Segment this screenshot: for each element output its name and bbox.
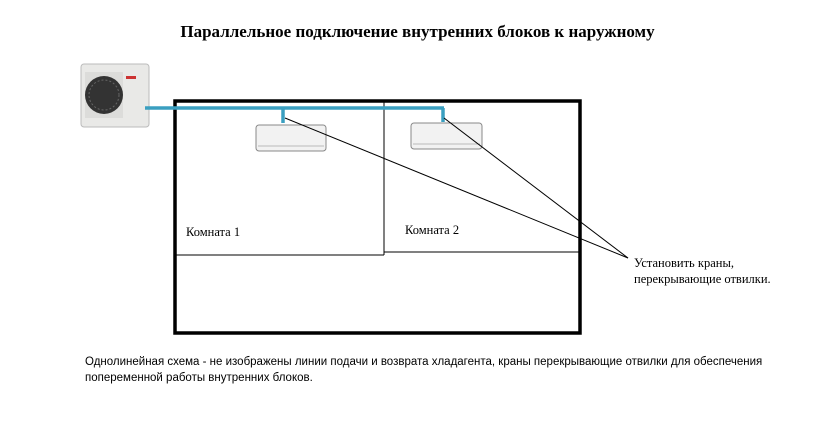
valve-annotation: Установить краны, перекрывающие отвилки.	[634, 256, 771, 286]
room-1-label: Комната 1	[186, 225, 241, 239]
indoor-unit-2	[410, 122, 483, 150]
refrigerant-pipe	[145, 106, 445, 123]
caption: Однолинейная схема - не изображены линии…	[85, 356, 763, 384]
room-2-label: Комната 2	[405, 223, 460, 237]
outdoor-unit	[80, 63, 150, 128]
indoor-unit-1	[255, 124, 327, 152]
page-title: Параллельное подключение внутренних блок…	[180, 22, 655, 41]
leader-lines	[284, 117, 629, 259]
building-outline	[173, 99, 582, 335]
